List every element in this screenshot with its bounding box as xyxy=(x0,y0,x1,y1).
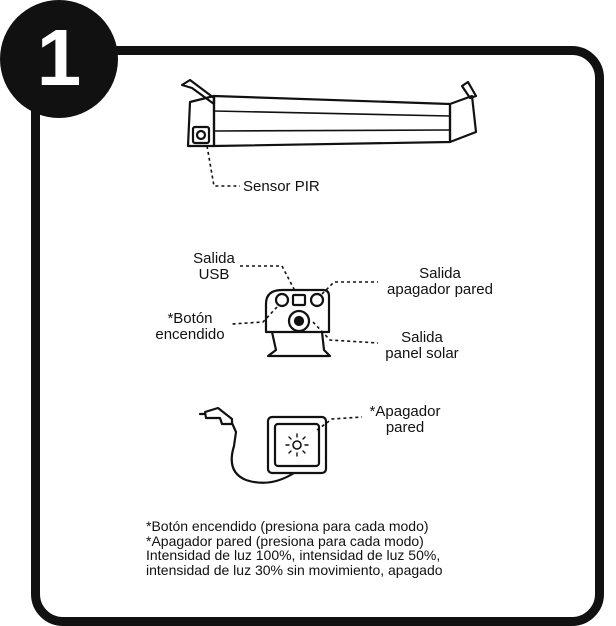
label-apagador-pared: *Apagador pared xyxy=(369,403,441,436)
note-line: Intensidad de luz 100%, intensidad de lu… xyxy=(146,547,441,563)
light-bar-illustration xyxy=(180,78,478,148)
leader-lines xyxy=(206,145,379,431)
label-salida-apagador: Salida apagador pared xyxy=(387,265,493,298)
mode-notes: *Botón encendido (presiona para cada mod… xyxy=(146,519,443,577)
connection-block-illustration xyxy=(264,288,332,358)
instruction-panel xyxy=(31,46,604,626)
label-salida-panel: Salida panel solar xyxy=(385,329,459,362)
label-salida-usb: Salida USB xyxy=(193,250,235,283)
note-line: *Botón encendido (presiona para cada mod… xyxy=(146,518,429,534)
label-sensor-pir: Sensor PIR xyxy=(243,178,320,195)
note-line: intensidad de luz 30% sin movimiento, ap… xyxy=(146,561,443,578)
note-line: *Apagador pared (presiona para cada modo… xyxy=(146,532,424,549)
label-boton-encendido: *Botón encendido xyxy=(155,310,225,343)
wall-switch-illustration xyxy=(198,406,328,484)
step-badge: 1 xyxy=(0,0,118,118)
sun-glyph xyxy=(285,433,309,457)
step-number: 1 xyxy=(36,13,82,102)
